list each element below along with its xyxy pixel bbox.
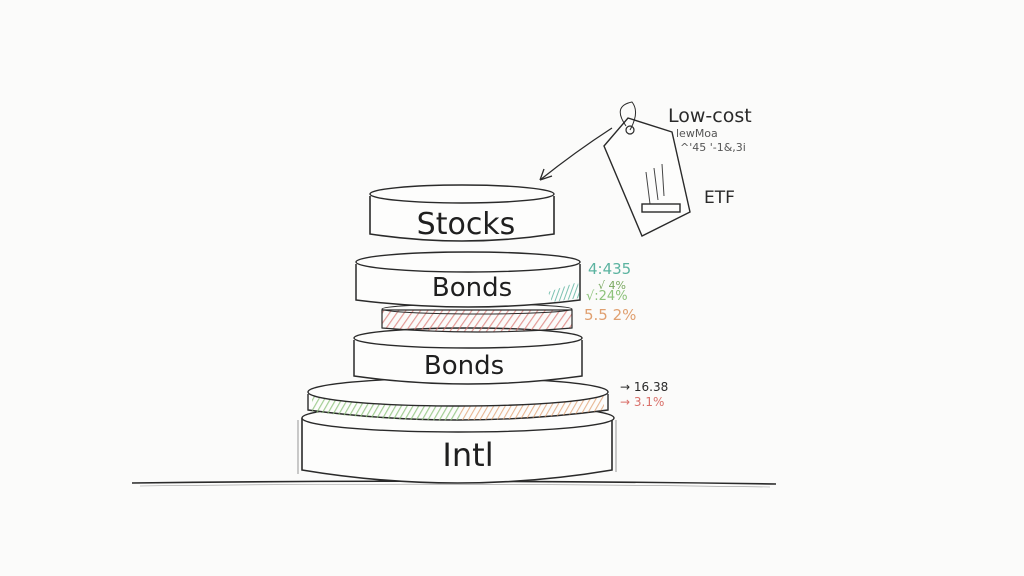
bonds-note-1: 4:435 <box>588 260 631 278</box>
coin-layer-stocks: Stocks <box>369 184 555 242</box>
layer-label-bonds-upper: Bonds <box>432 273 512 303</box>
price-tag-icon <box>603 101 691 237</box>
bonds-note-2: √ 4% <box>598 279 626 292</box>
coin-layer-green-orange <box>307 377 609 421</box>
layer-label-intl: Intl <box>442 436 493 474</box>
tag-title: Low-cost <box>668 105 752 127</box>
layer-label-bonds-lower: Bonds <box>424 351 504 381</box>
coin-layer-bonds-lower: Bonds <box>353 327 583 385</box>
base-note-1: → 16.38 <box>620 380 668 394</box>
tag-side-label: ETF <box>704 188 735 208</box>
coin-layer-bonds-upper: Bonds <box>355 251 581 308</box>
layer-label-stocks: Stocks <box>417 207 516 242</box>
bonds-note-3: √:24% <box>586 289 628 304</box>
base-note-2: → 3.1% <box>620 395 664 409</box>
coin-layer-red <box>381 303 573 333</box>
arrow-to-stocks <box>539 127 613 181</box>
bonds-note-4: 5.5 2% <box>584 306 636 324</box>
tag-line-1: lewMoa <box>676 127 718 140</box>
tag-line-2: ^'45 '-1&,3i <box>680 141 746 154</box>
